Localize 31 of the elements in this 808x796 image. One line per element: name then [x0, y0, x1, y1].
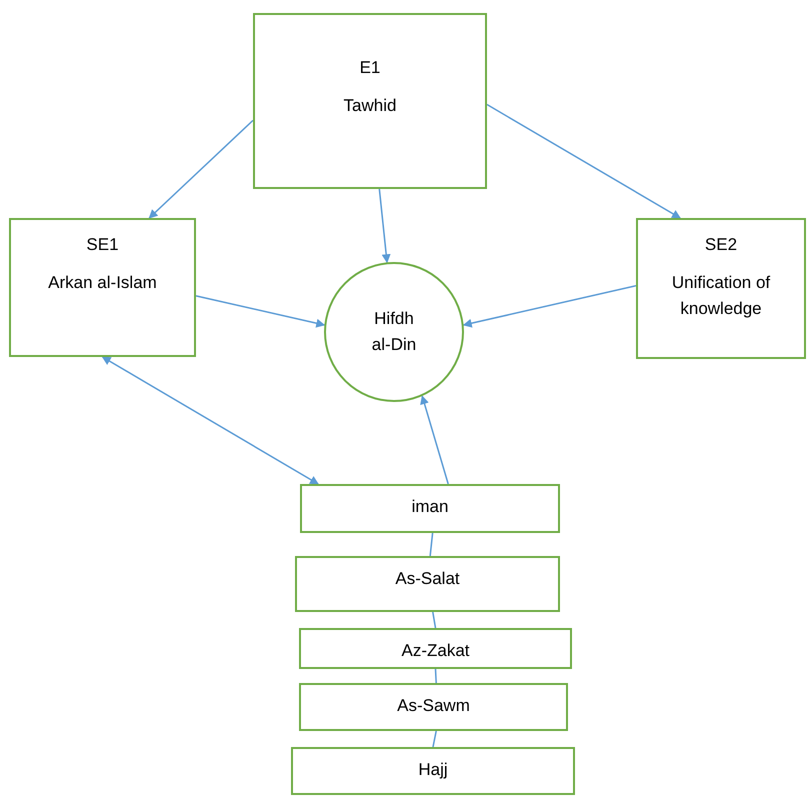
process-box — [299, 628, 572, 669]
connector-line — [429, 532, 434, 556]
process-box — [9, 218, 196, 357]
node-text: Arkan al-Islam — [47, 272, 158, 294]
arrow — [378, 188, 391, 264]
arrow — [148, 120, 254, 219]
node-label: SE1 — [85, 234, 120, 256]
arrow — [196, 295, 326, 328]
arrow — [420, 395, 449, 484]
process-box — [636, 218, 806, 359]
process-box — [291, 747, 575, 795]
node-text: Unification of knowledge — [670, 272, 772, 320]
process-box — [295, 556, 560, 612]
node-text: iman — [410, 496, 450, 518]
node-text: As-Sawm — [396, 695, 471, 717]
process-box — [299, 683, 568, 731]
node-text: As-Salat — [394, 568, 461, 590]
connector-line — [432, 612, 436, 628]
node-text: Az-Zakat — [400, 640, 471, 662]
arrow — [486, 104, 681, 219]
connector-line — [432, 730, 437, 748]
node-label: E1 — [358, 57, 382, 79]
connector-line — [434, 668, 437, 684]
node-text: Tawhid — [342, 95, 398, 117]
node-text: Hajj — [417, 759, 449, 781]
process-box — [253, 13, 487, 189]
node-label: SE2 — [704, 234, 738, 256]
arrow — [462, 284, 636, 328]
process-box — [300, 484, 560, 533]
arrow — [102, 356, 319, 485]
node-text: Hifdh al-Din — [370, 308, 418, 356]
